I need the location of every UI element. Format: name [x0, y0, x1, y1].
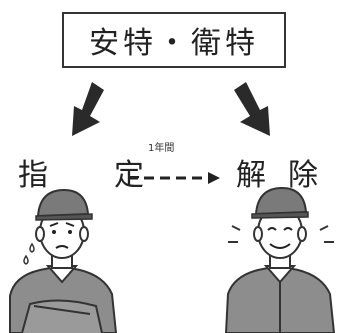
right-down-arrow-icon — [234, 82, 270, 136]
title-box: 安特・衛特 — [62, 12, 286, 68]
happy-worker-figure — [224, 186, 336, 333]
title-text: 安特・衛特 — [89, 26, 259, 61]
worried-worker-figure — [9, 188, 118, 333]
duration-label: 1年間 — [148, 143, 175, 154]
release-label: 解除 — [236, 158, 340, 193]
designation-label: 指 定 — [18, 158, 162, 193]
dashed-right-arrow-icon — [128, 172, 220, 184]
left-down-arrow-icon — [72, 82, 104, 136]
